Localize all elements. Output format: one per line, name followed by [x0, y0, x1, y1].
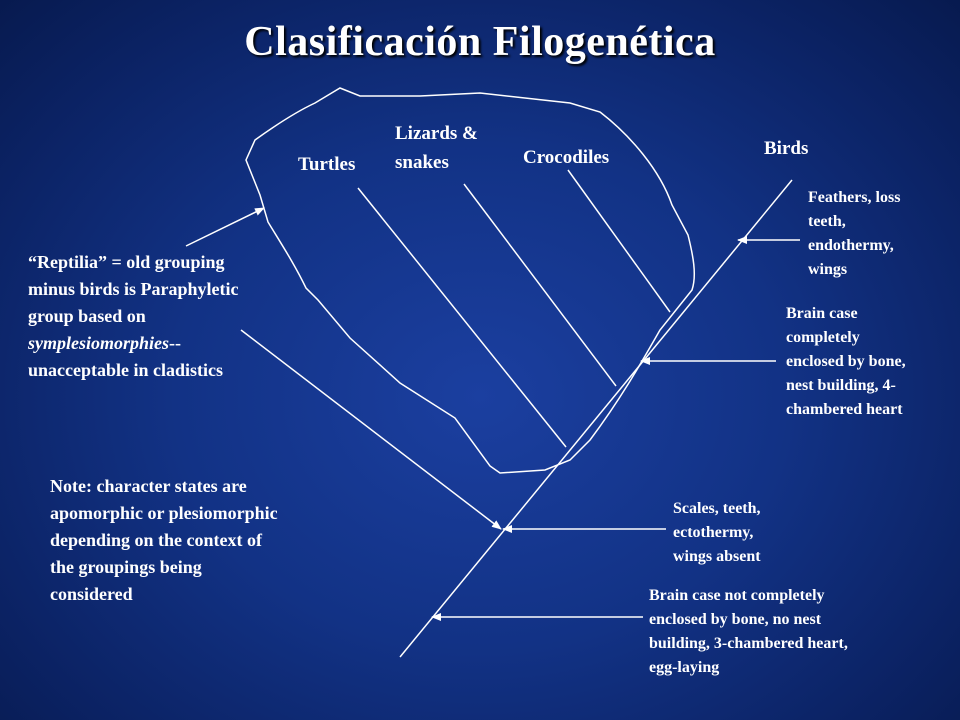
taxon-crocodiles: Crocodiles	[523, 147, 610, 168]
text-line: Brain case not completely	[649, 587, 825, 604]
text-line: the groupings being	[50, 557, 202, 577]
text-line: Brain case	[786, 305, 858, 322]
text-line: ectothermy,	[673, 524, 754, 541]
brain-not-characters-text: Brain case not completely enclosed by bo…	[649, 584, 848, 680]
archosaur-characters-text: Brain case completely enclosed by bone, …	[786, 302, 906, 422]
branch-lizards	[463, 183, 617, 387]
symplesiomorphies-term: symplesiomorphies	[28, 333, 170, 353]
text-line: symplesiomorphies--	[28, 330, 239, 357]
text-line: enclosed by bone, no nest	[649, 611, 822, 628]
text-line: egg-laying	[649, 659, 720, 676]
scales-characters-text: Scales, teeth, ectothermy, wings absent	[673, 497, 761, 569]
context-note: Note: character states are apomorphic or…	[50, 473, 278, 608]
taxon-turtles: Turtles	[298, 154, 356, 175]
text-line: depending on the context of	[50, 530, 263, 550]
taxon-birds: Birds	[764, 138, 809, 159]
text-line: Note: character states are	[50, 476, 247, 496]
taxon-lizards-line2: snakes	[395, 152, 449, 173]
main-stem-line	[399, 179, 793, 658]
text-line: wings absent	[673, 548, 761, 565]
text-line: enclosed by bone,	[786, 353, 906, 370]
text-line: unacceptable in cladistics	[28, 360, 224, 380]
text-line: completely	[786, 329, 860, 346]
arrow-reptilia-to-enclosure	[185, 207, 265, 247]
slide-title: Clasificación Filogenética	[244, 19, 716, 65]
text-line: nest building, 4-	[786, 377, 896, 394]
taxon-lizards-line1: Lizards &	[395, 123, 478, 144]
text-fragment: --	[169, 333, 182, 353]
text-line: Feathers, loss	[808, 189, 901, 206]
branch-crocodiles	[567, 169, 671, 313]
text-line: teeth,	[808, 213, 846, 230]
text-line: “Reptilia” = old grouping	[28, 252, 225, 272]
reptilia-enclosure	[245, 87, 695, 474]
text-line: considered	[50, 584, 133, 604]
text-line: endothermy,	[808, 237, 894, 254]
reptilia-note: “Reptilia” = old grouping minus birds is…	[28, 249, 239, 384]
text-line: wings	[808, 261, 848, 278]
text-line: chambered heart	[786, 401, 903, 418]
arrow-reptilia-to-stem	[240, 329, 502, 530]
text-line: building, 3-chambered heart,	[649, 635, 848, 652]
text-line: group based on	[28, 306, 146, 326]
birds-characters-text: Feathers, loss teeth, endothermy, wings	[808, 186, 900, 282]
text-line: minus birds is Paraphyletic	[28, 279, 239, 299]
text-line: Scales, teeth,	[673, 500, 761, 517]
text-line: apomorphic or plesiomorphic	[50, 503, 278, 523]
branch-turtles	[357, 187, 567, 448]
